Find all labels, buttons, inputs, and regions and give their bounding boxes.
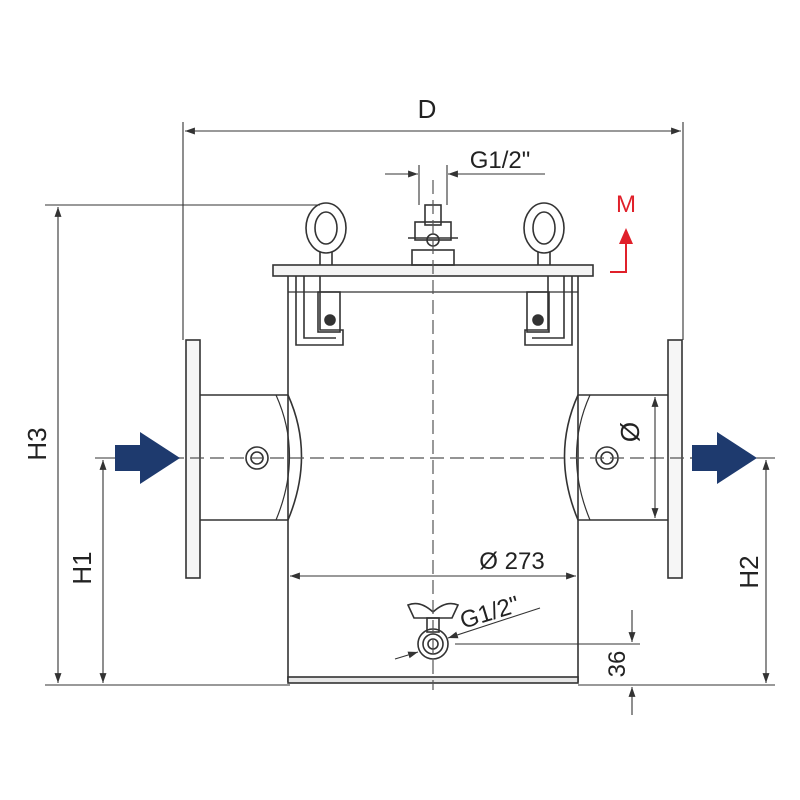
dimension-label-drain-port: G1/2" [457, 591, 523, 635]
dimension-label-h2: H2 [734, 555, 764, 588]
center-lines [170, 180, 700, 690]
right-lifting-eye [523, 202, 565, 265]
dimension-label-h3: H3 [22, 427, 52, 460]
dimension-label-h1: H1 [67, 551, 97, 584]
right-latch [524, 276, 573, 346]
dimension-label-top-port: G1/2" [470, 147, 531, 174]
inlet-flange [185, 339, 201, 579]
filter-body [185, 202, 683, 684]
outlet-flange [667, 339, 683, 579]
lift-label-m: M [616, 191, 636, 218]
dimension-lines [45, 122, 775, 715]
left-latch [295, 276, 344, 346]
outlet-arrow-icon [692, 432, 757, 484]
dimension-label-body-diameter: Ø 273 [479, 548, 544, 575]
dimension-label-36: 36 [604, 651, 631, 678]
inlet-arrow-icon [115, 432, 180, 484]
dimension-label-pipe-diameter: Ø [615, 422, 645, 442]
lift-arrow-icon [610, 228, 633, 273]
left-lifting-eye [305, 202, 347, 265]
dimension-label-d: D [418, 94, 437, 124]
